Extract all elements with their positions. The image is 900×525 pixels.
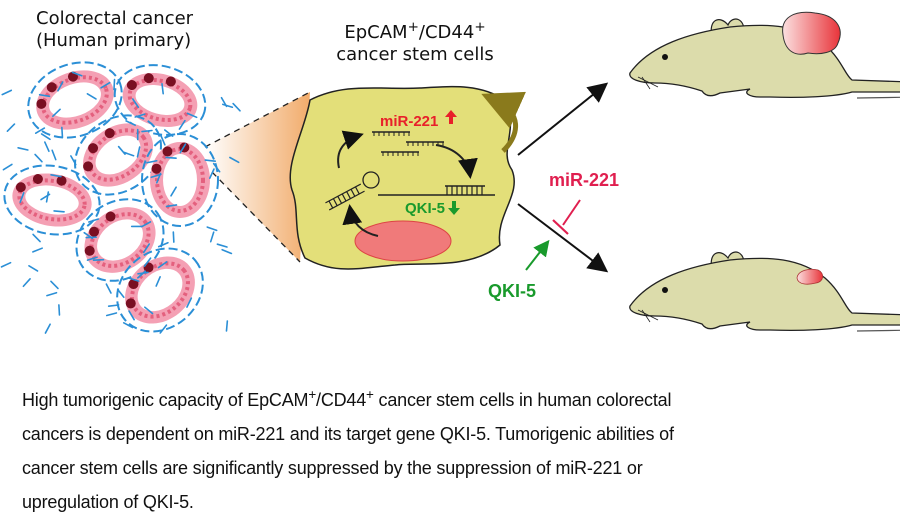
caption-line-3: cancer stem cells are significantly supp… — [22, 451, 892, 485]
caption-line-1: High tumorigenic capacity of EpCAM+/CD44… — [22, 378, 892, 417]
promoter-qki-label: QKI-5 — [488, 281, 536, 301]
inhibitor-mir-label: miR-221 — [549, 170, 619, 190]
gland — [142, 134, 218, 226]
arrow-to-large-tumor-icon — [518, 85, 605, 155]
mouse-small-tumor — [630, 252, 900, 331]
mouse-body — [630, 258, 900, 330]
inhibition-bar-icon — [563, 200, 580, 225]
promote-arrow-icon — [526, 243, 547, 270]
mouse-body — [630, 25, 900, 97]
diagram: miR-221 QKI-5 miR-221 QKI-5 — [0, 0, 900, 370]
cell-qki-label: QKI-5 — [405, 200, 445, 217]
cancer-stem-cell: miR-221 QKI-5 — [290, 87, 514, 269]
eye-icon — [662, 287, 668, 293]
eye-icon — [662, 54, 668, 60]
cell-mir-label: miR-221 — [380, 113, 438, 130]
nucleus — [355, 221, 451, 261]
caption: High tumorigenic capacity of EpCAM+/CD44… — [22, 378, 892, 519]
mouse-large-tumor — [630, 12, 900, 98]
colorectal-tissue-illustration — [0, 50, 240, 349]
caption-line-2: cancers is dependent on miR-221 and its … — [22, 417, 892, 451]
arrow-to-small-tumor-icon — [518, 204, 605, 270]
large-tumor — [783, 12, 841, 54]
caption-line-4: upregulation of QKI-5. — [22, 485, 892, 519]
